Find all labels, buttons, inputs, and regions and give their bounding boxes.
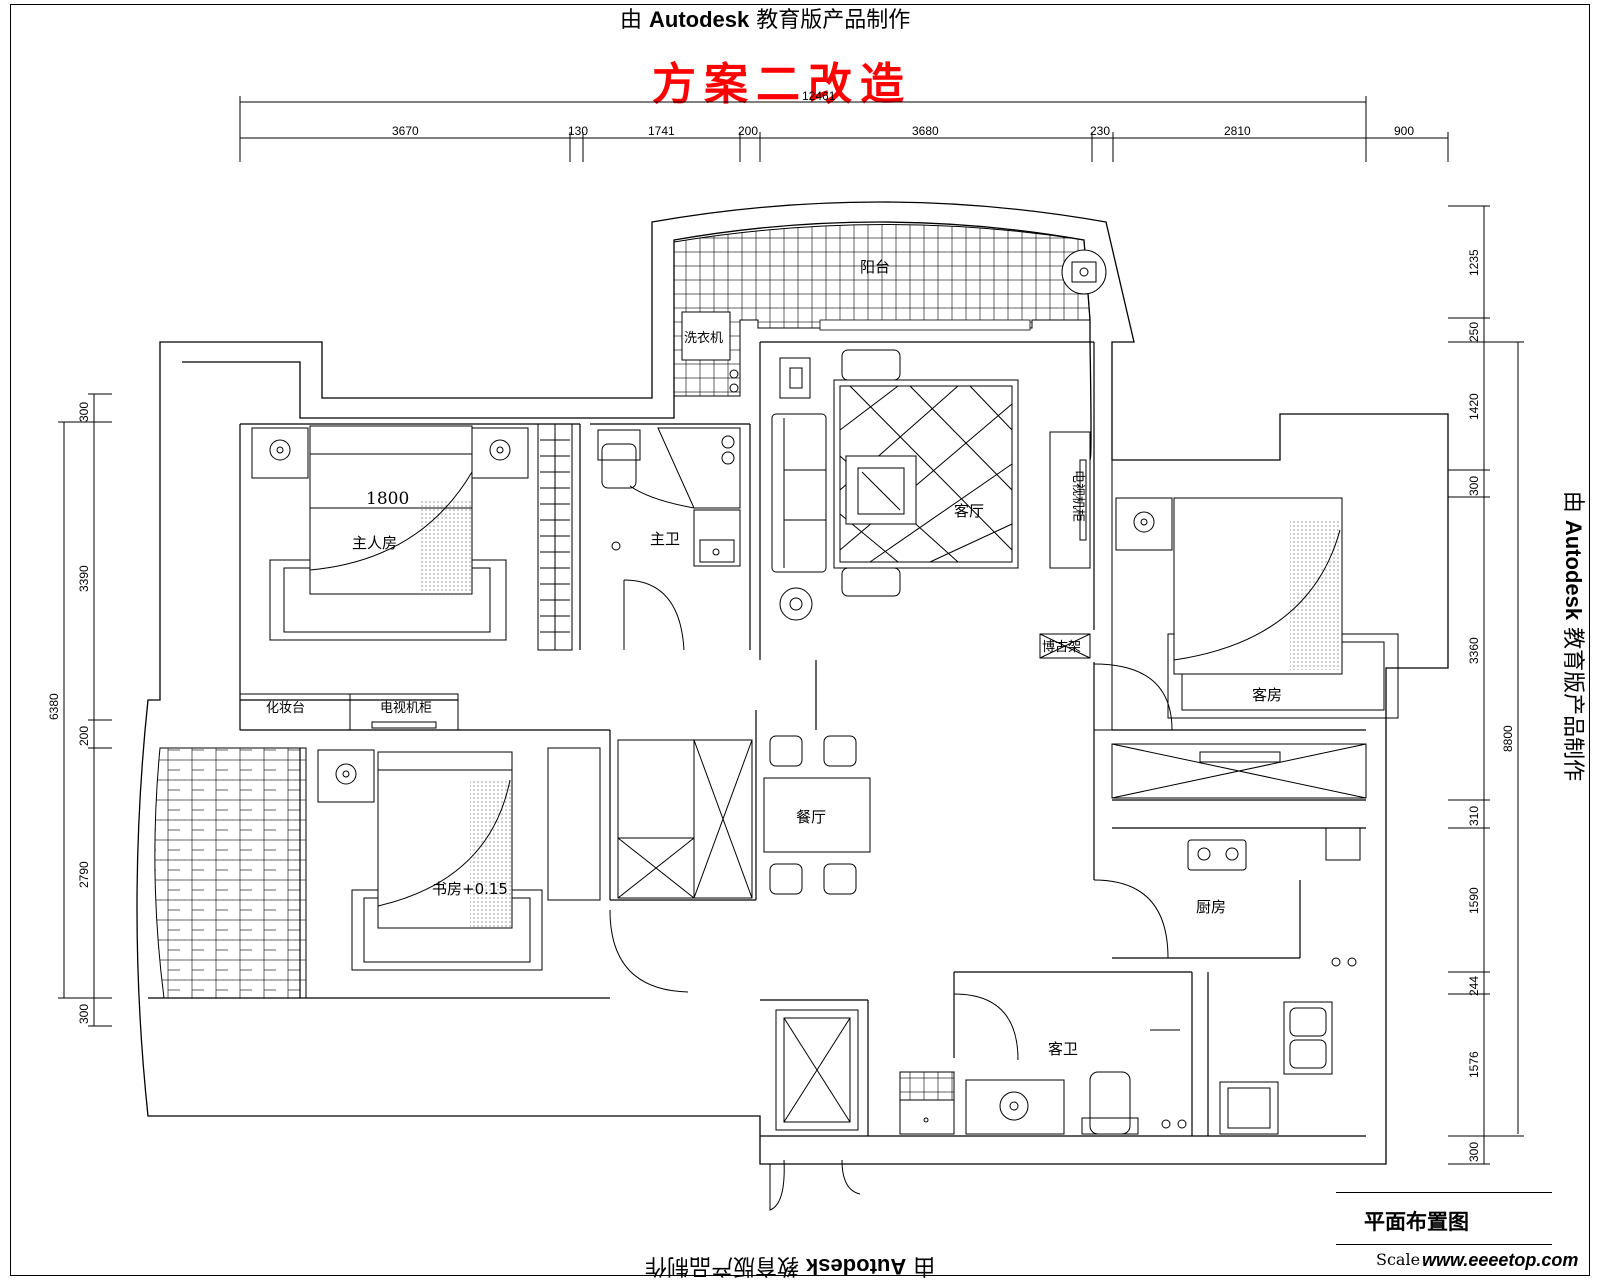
entry-cabinet [769, 1009, 861, 1211]
guest-bath-label: 客卫 [1048, 1040, 1078, 1058]
wardrobe-hangers [540, 439, 570, 633]
title-block-line-mid [1336, 1244, 1552, 1245]
right-dim-5: 3360 [1467, 637, 1481, 664]
guest-bath-fixtures [899, 993, 1187, 1135]
title-block-line-top [1336, 1192, 1552, 1193]
dresser-row [239, 693, 459, 731]
left-dim-3: 200 [77, 726, 91, 746]
right-dim-10: 300 [1467, 1142, 1481, 1162]
dresser-label: 化妆台 [266, 701, 305, 716]
top-dim-8: 900 [1394, 124, 1414, 138]
top-dim-2: 130 [568, 124, 588, 138]
left-dimensions [58, 393, 112, 1027]
top-dim-1: 3670 [392, 124, 419, 138]
wardrobe [537, 423, 573, 651]
living-room-label: 客厅 [954, 502, 984, 520]
watermark-top: 由 Autodesk 教育版产品制作 [620, 7, 911, 33]
left-dim-labels: 300 3390 200 2790 300 6380 [47, 402, 91, 1024]
right-dim-labels: 1235 250 1420 300 3360 310 1590 244 1576… [1467, 249, 1515, 1162]
right-dim-8: 244 [1467, 976, 1481, 996]
right-dim-7: 1590 [1467, 887, 1481, 914]
top-dim-3: 1741 [648, 124, 675, 138]
bed-width-label: 1800 [366, 489, 409, 509]
guest-room-furniture [1093, 460, 1399, 799]
drawing-frame [10, 4, 1590, 1276]
scale-label: Scale [1376, 1250, 1421, 1269]
balcony-label: 阳台 [860, 258, 890, 276]
overall-dimension: 12461 [802, 89, 836, 103]
master-bath-label: 主卫 [650, 530, 680, 548]
shelf [1039, 633, 1091, 659]
right-dim-4: 300 [1467, 476, 1481, 496]
top-dim-5: 3680 [912, 124, 939, 138]
study-room-label: 书房+0.15 [432, 880, 508, 898]
balcony [673, 223, 1107, 397]
master-bedroom-label: 主人房 [352, 534, 397, 552]
kitchen-furniture [1093, 827, 1361, 1135]
living-room-furniture [771, 349, 1091, 621]
kitchen-label: 厨房 [1196, 898, 1226, 916]
outer-walls [136, 201, 1449, 1165]
study-room-furniture [154, 747, 689, 999]
top-dim-labels: 3670 130 1741 200 3680 230 2810 900 [392, 124, 1414, 138]
dining-furniture [617, 735, 871, 899]
top-dimensions [239, 96, 1449, 162]
top-dim-4: 200 [738, 124, 758, 138]
left-dim-1: 300 [77, 402, 91, 422]
top-dim-6: 230 [1090, 124, 1110, 138]
master-bedroom-furniture [251, 425, 529, 641]
left-dim-total: 6380 [47, 693, 61, 720]
master-bath-fixtures [597, 427, 741, 651]
washer-label: 洗衣机 [684, 330, 723, 346]
guest-room-label: 客房 [1252, 686, 1282, 704]
bed-tv-cabinet-label: 电视机柜 [380, 701, 432, 716]
left-dim-4: 2790 [77, 861, 91, 888]
shelf-label: 博古架 [1042, 640, 1081, 655]
left-dim-2: 3390 [77, 565, 91, 592]
right-dimensions [1448, 205, 1524, 1165]
site-watermark: www.eeeetop.com [1422, 1250, 1579, 1270]
dining-label: 餐厅 [796, 808, 826, 826]
title-block: 平面布置图 Scale [1336, 1192, 1552, 1272]
right-dim-1: 1235 [1467, 249, 1481, 276]
living-tv-cabinet-label: 电视机柜 [1070, 470, 1085, 522]
left-dim-5: 300 [77, 1004, 91, 1024]
right-dim-3: 1420 [1467, 393, 1481, 420]
right-dim-6: 310 [1467, 806, 1481, 826]
right-dim-9: 1576 [1467, 1051, 1481, 1078]
top-dim-7: 2810 [1224, 124, 1251, 138]
right-dim-total: 8800 [1501, 725, 1515, 752]
right-dim-2: 250 [1467, 322, 1481, 342]
drawing-title: 平面布置图 [1364, 1210, 1469, 1234]
